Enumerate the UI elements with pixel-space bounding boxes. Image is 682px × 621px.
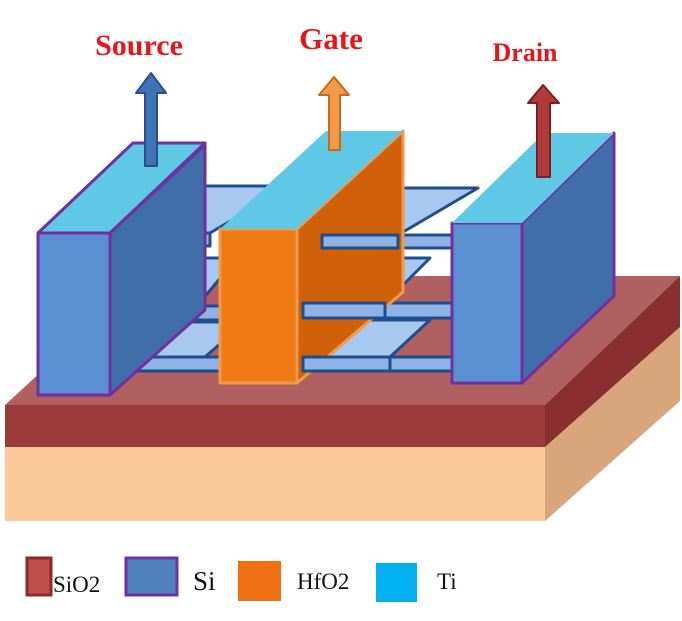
- legend-item-sio2: SiO2: [25, 556, 100, 597]
- legend: SiO2 Si HfO2 Ti: [25, 556, 457, 602]
- source-block: [36, 141, 207, 397]
- legend-item-hfo2: HfO2: [238, 561, 349, 601]
- gate-label: Gate: [299, 21, 363, 56]
- legend-swatch-ti: [376, 563, 417, 602]
- nanosheets-right-front-edges: [301, 233, 400, 373]
- gate-block: [218, 129, 405, 385]
- legend-label-ti: Ti: [437, 569, 457, 594]
- legend-swatch-hfo2: [238, 561, 281, 601]
- substrate-base-front: [5, 447, 545, 521]
- source-block-front: [36, 231, 112, 397]
- drain-arrow: [527, 84, 560, 178]
- drain-block-front: [450, 221, 524, 385]
- legend-item-si: Si: [124, 556, 216, 597]
- drain-ti-top: [452, 133, 614, 223]
- source-ti-top: [36, 141, 207, 235]
- legend-label-sio2: SiO2: [53, 572, 100, 597]
- drain-block: [450, 131, 616, 385]
- gate-block-front: [218, 227, 299, 385]
- sio2-layer-front: [5, 405, 545, 447]
- source-label: Source: [95, 29, 183, 62]
- gate-ti-top: [220, 131, 403, 229]
- legend-swatch-sio2: [25, 556, 53, 597]
- legend-swatch-si: [124, 556, 179, 597]
- legend-label-hfo2: HfO2: [297, 569, 349, 594]
- gate-arrow: [318, 76, 350, 151]
- substrate-base-side: [545, 327, 680, 521]
- source-arrow: [135, 72, 167, 167]
- sio2-layer-side: [545, 276, 680, 447]
- legend-item-ti: Ti: [376, 563, 457, 602]
- drain-label: Drain: [493, 38, 559, 67]
- legend-label-si: Si: [193, 566, 216, 596]
